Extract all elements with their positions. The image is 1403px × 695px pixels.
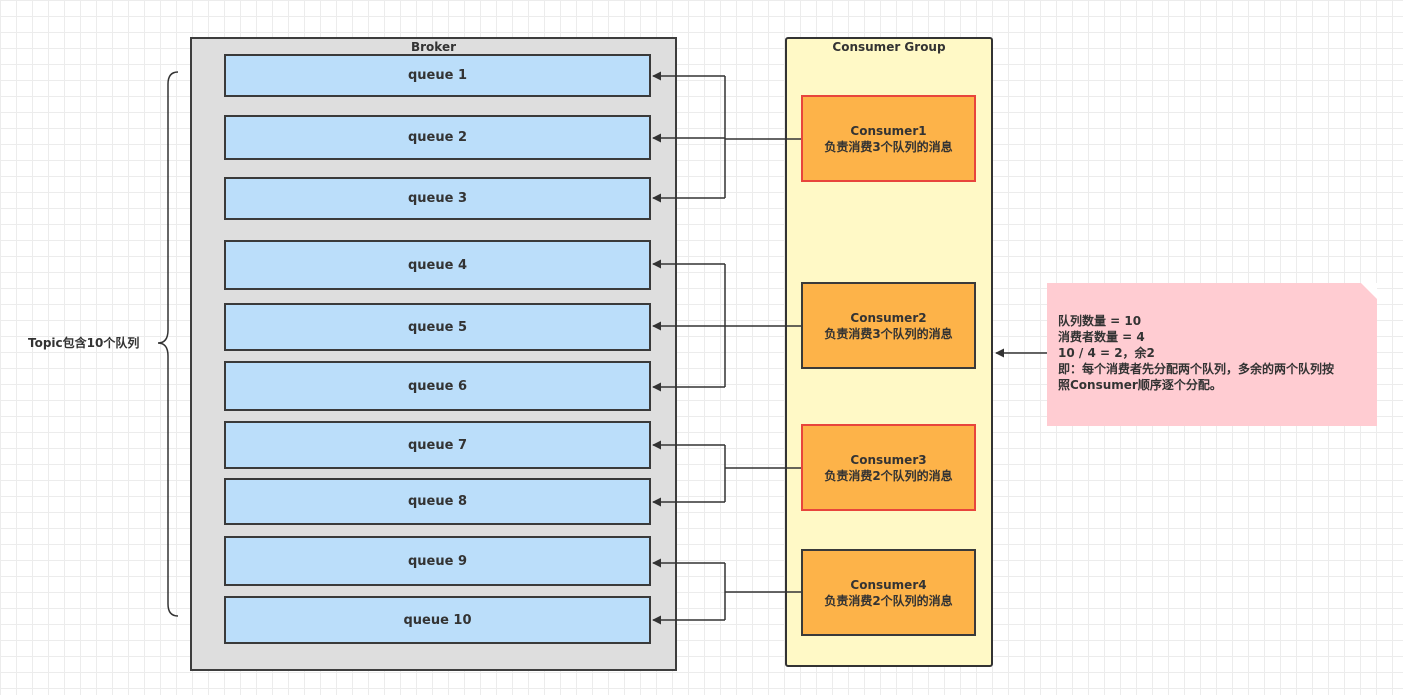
queue-box[interactable]: queue 5 — [224, 303, 651, 351]
queue-box[interactable]: queue 10 — [224, 596, 651, 644]
consumer-name: Consumer2 — [850, 310, 927, 325]
queue-box[interactable]: queue 8 — [224, 478, 651, 525]
queue-box[interactable]: queue 4 — [224, 240, 651, 290]
note-line: 10 / 4 = 2，余2 — [1058, 346, 1155, 360]
consumer-desc: 负责消费3个队列的消息 — [824, 326, 953, 341]
note-line: 即：每个消费者先分配两个队列，多余的两个队列按 — [1058, 362, 1335, 376]
consumer-name: Consumer3 — [850, 452, 927, 467]
queue-box[interactable]: queue 2 — [224, 115, 651, 160]
note-fold-corner — [1361, 283, 1377, 299]
queue-box[interactable]: queue 3 — [224, 177, 651, 220]
topic-label: Topic包含10个队列 — [28, 336, 140, 350]
consumer-desc: 负责消费3个队列的消息 — [824, 139, 953, 154]
note-line: 照Consumer顺序逐个分配。 — [1058, 378, 1222, 392]
allocation-note: 队列数量 = 10 消费者数量 = 4 10 / 4 = 2，余2 即：每个消费… — [1047, 283, 1377, 426]
queue-box[interactable]: queue 6 — [224, 361, 651, 411]
topic-brace — [157, 71, 179, 617]
consumer-box[interactable]: Consumer2 负责消费3个队列的消息 — [801, 282, 976, 369]
consumer-box[interactable]: Consumer1 负责消费3个队列的消息 — [801, 95, 976, 182]
consumer-desc: 负责消费2个队列的消息 — [824, 593, 953, 608]
note-line: 消费者数量 = 4 — [1058, 330, 1145, 344]
consumer-group-title: Consumer Group — [832, 40, 946, 54]
queue-box[interactable]: queue 9 — [224, 536, 651, 586]
consumer-box[interactable]: Consumer3 负责消费2个队列的消息 — [801, 424, 976, 511]
queue-box[interactable]: queue 1 — [224, 54, 651, 97]
broker-title: Broker — [410, 40, 457, 54]
consumer-box[interactable]: Consumer4 负责消费2个队列的消息 — [801, 549, 976, 636]
queue-box[interactable]: queue 7 — [224, 421, 651, 469]
note-text: 队列数量 = 10 消费者数量 = 4 10 / 4 = 2，余2 即：每个消费… — [1058, 313, 1334, 393]
consumer-name: Consumer1 — [850, 123, 927, 138]
note-line: 队列数量 = 10 — [1058, 314, 1142, 328]
consumer-name: Consumer4 — [850, 577, 927, 592]
consumer-desc: 负责消费2个队列的消息 — [824, 468, 953, 483]
